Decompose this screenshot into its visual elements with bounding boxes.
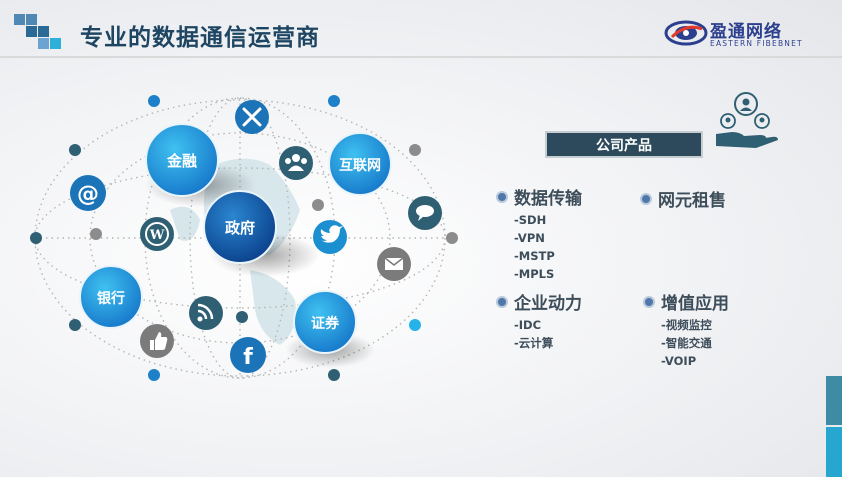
node-internet: 互联网: [328, 132, 392, 196]
node-securities: 证券: [293, 290, 357, 354]
list-item: -SDH: [514, 213, 547, 227]
list-item: -云计算: [514, 336, 554, 350]
node-finance-label: 金融: [166, 152, 197, 170]
list-item: -MSTP: [514, 249, 555, 263]
decorative-squares: [14, 14, 62, 49]
bullet-icon: [496, 190, 508, 203]
category-value-added: 增值应用 -视频监控 -智能交通 -VOIP: [643, 289, 729, 370]
connector-dots: [30, 95, 458, 381]
category-title: 企业动力: [514, 294, 582, 314]
brand-name-cn: 盈通网络: [710, 22, 782, 42]
bullet-icon: [640, 192, 652, 205]
svg-text:W: W: [149, 228, 165, 243]
node-government-label: 政府: [225, 219, 255, 237]
brand-logo: 盈通网络 EASTERN FIBEBNET: [664, 17, 834, 51]
category-items: -SDH -VPN -MSTP -MPLS: [514, 211, 582, 283]
tools-icon: [235, 100, 269, 134]
node-internet-label: 互联网: [339, 158, 381, 174]
category-title: 网元租售: [658, 191, 726, 211]
category-enterprise-power: 企业动力 -IDC -云计算: [496, 289, 582, 352]
hand-people-icon: [716, 92, 778, 148]
list-item: -VPN: [514, 231, 545, 245]
page-title: 专业的数据通信运营商: [80, 25, 320, 51]
category-title: 增值应用: [661, 294, 729, 314]
category-title: 数据传输: [514, 189, 582, 209]
node-bank-label: 银行: [97, 290, 125, 307]
svg-text:f: f: [243, 345, 253, 370]
category-items: -IDC -云计算: [514, 316, 582, 352]
bullet-icon: [496, 295, 508, 308]
mail-icon: [377, 247, 411, 281]
people-icon: [279, 146, 313, 180]
brand-name-en: EASTERN FIBEBNET: [710, 39, 803, 48]
node-government: 政府: [203, 190, 277, 264]
node-bank: 银行: [79, 265, 143, 329]
header-divider: [0, 56, 842, 58]
list-item: -IDC: [514, 318, 542, 332]
category-items: -视频监控 -智能交通 -VOIP: [661, 316, 729, 370]
list-item: -MPLS: [514, 267, 555, 281]
side-accent-bar: [826, 427, 842, 477]
facebook-icon: f: [230, 337, 266, 373]
bullet-icon: [643, 295, 655, 308]
list-item: -视频监控: [661, 318, 712, 332]
node-securities-label: 证券: [311, 315, 340, 332]
svg-text:@: @: [77, 182, 99, 207]
side-accent-bar: [826, 376, 842, 425]
category-network-leasing: 网元租售: [640, 186, 726, 211]
twitter-icon: [313, 220, 347, 254]
chat-icon: [408, 196, 442, 230]
node-finance: 金融: [145, 123, 219, 197]
brand-mark-icon: [664, 20, 708, 46]
company-products-banner: 公司产品: [545, 131, 703, 158]
category-data-transmission: 数据传输 -SDH -VPN -MSTP -MPLS: [496, 184, 582, 283]
list-item: -智能交通: [661, 336, 712, 350]
rss-icon: [189, 296, 223, 330]
network-diagram: 金融 互联网 政府 银行 证券: [30, 95, 458, 381]
at-icon: @: [70, 175, 106, 211]
wordpress-icon: W: [140, 217, 174, 251]
list-item: -VOIP: [661, 354, 697, 368]
thumbs-up-icon: [140, 324, 174, 358]
